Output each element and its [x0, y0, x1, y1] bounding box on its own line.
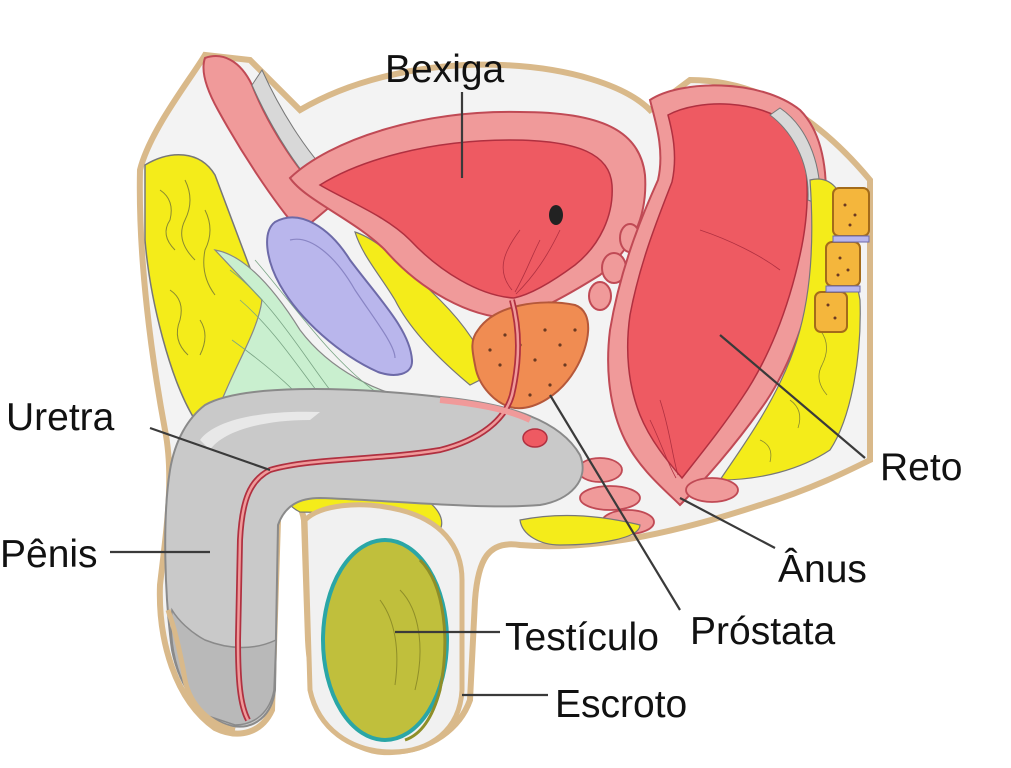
ureter-orifice	[549, 205, 563, 225]
label-prostata: Próstata	[690, 610, 836, 653]
fat-left-texture	[159, 179, 216, 356]
leader-prostata	[549, 394, 681, 611]
foreskin	[165, 609, 236, 733]
rectum-folds	[649, 229, 781, 479]
fat-perineal-right	[519, 514, 641, 546]
epididymis	[404, 558, 447, 742]
label-anus: Ânus	[778, 548, 867, 591]
leader-uretra	[149, 426, 271, 472]
corpus-band	[439, 397, 532, 423]
label-escroto: Escroto	[555, 683, 687, 726]
pubic-bone-inner	[289, 238, 396, 359]
prostate	[471, 301, 590, 410]
label-penis: Pênis	[0, 533, 98, 576]
penis-shading	[200, 411, 320, 450]
label-testiculo: Testículo	[505, 616, 659, 659]
label-uretra: Uretra	[6, 396, 115, 439]
glans	[170, 607, 277, 726]
anal-sphincter	[577, 457, 739, 535]
bladder-folds	[502, 229, 561, 295]
urethral-bulb	[522, 428, 548, 448]
vertebrae-dots	[826, 203, 857, 320]
urethra-inner	[236, 299, 520, 721]
label-reto: Reto	[880, 446, 962, 489]
leader-anus	[679, 497, 776, 549]
bladder-lumen	[318, 139, 613, 299]
testis	[321, 538, 449, 742]
leader-reto	[719, 334, 866, 459]
pubic-bone	[266, 216, 414, 376]
vertebrae	[814, 187, 870, 333]
label-bexiga: Bexiga	[385, 48, 505, 91]
